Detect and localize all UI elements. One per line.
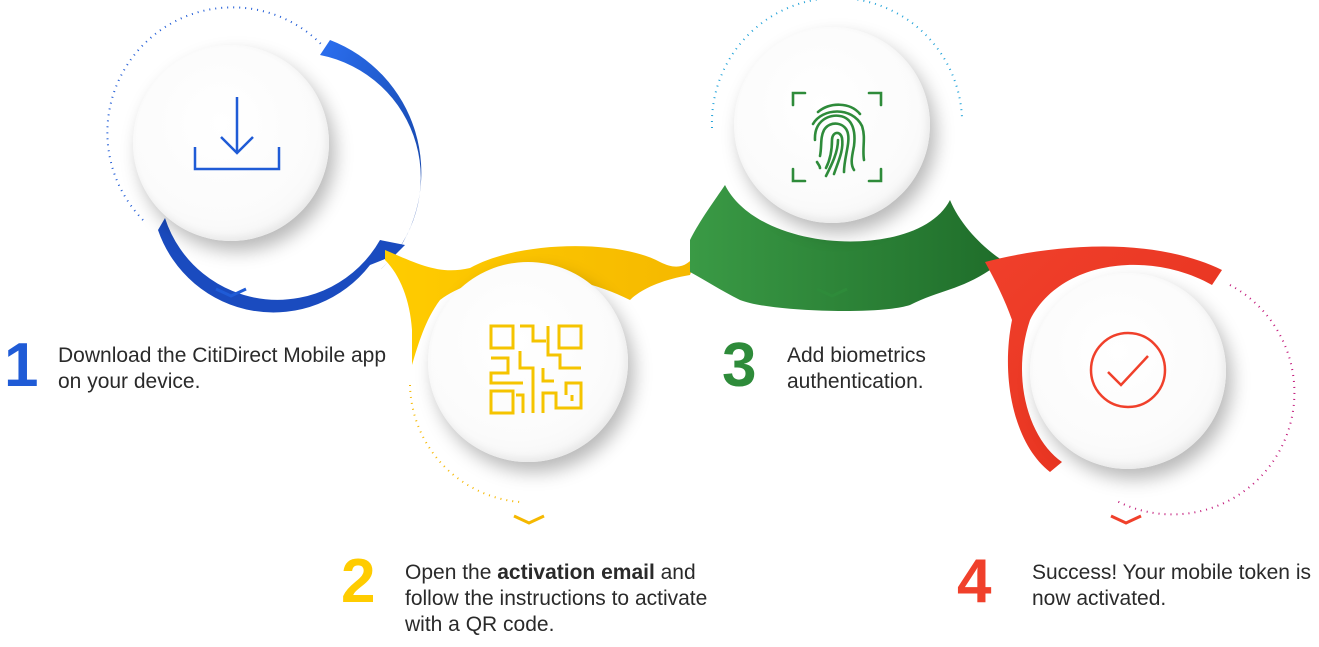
green-arc (690, 185, 1005, 312)
step-2-number: 2 (341, 547, 376, 616)
yellow-band (385, 246, 700, 365)
red-arc (985, 246, 1222, 472)
step-1-number: 1 (4, 331, 39, 400)
step-2-circle (428, 262, 628, 462)
download-icon (193, 97, 281, 171)
chevron-down-icon (513, 514, 545, 525)
step-3-number: 3 (722, 331, 757, 400)
step-4-text: Success! Your mobile token is now activa… (1032, 561, 1311, 610)
step-3-text: Add biometrics authentication. (787, 344, 926, 393)
check-circle-icon (1089, 331, 1167, 409)
qr-code-icon (489, 324, 583, 415)
step-1-text: Download the CitiDirect Mobile app on yo… (58, 344, 386, 393)
fingerprint-icon (791, 91, 883, 183)
chevron-down-icon (1110, 514, 1142, 525)
step-4-circle (1030, 273, 1226, 469)
blue-arc-bottom (158, 218, 405, 313)
activation-email-emphasis: activation email (497, 561, 655, 584)
step-1-circle (133, 45, 329, 241)
blue-arc (320, 40, 422, 270)
step-4-number: 4 (957, 547, 992, 616)
chevron-down-icon (215, 287, 247, 298)
chevron-down-icon (816, 287, 848, 298)
step-2-text: Open the activation email and follow the… (405, 561, 708, 636)
